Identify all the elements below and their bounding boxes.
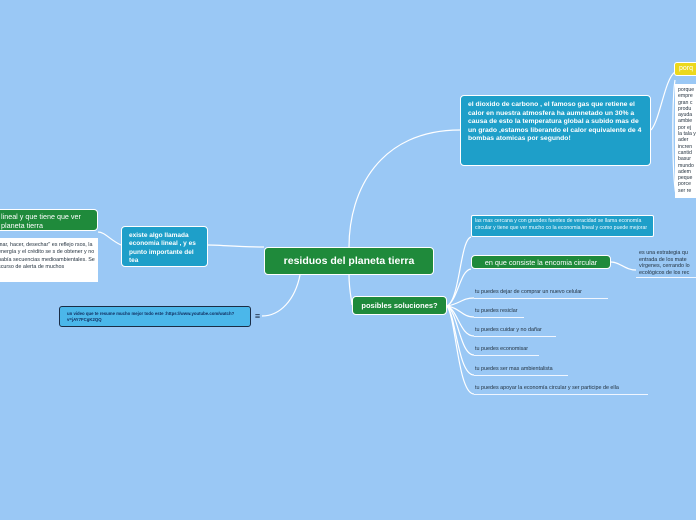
soluciones-label: posibles soluciones? [361,301,438,310]
circular-intro-node[interactable]: las mas cercana y con grandes fuentes de… [471,215,654,237]
porque-text-content: porque empre gran c produ ayuda ambie po… [678,87,696,194]
link-sol-1 [446,305,475,318]
solution-item[interactable]: tu puedes ser mas ambientalista [475,366,553,372]
central-topic-label: residuos del planeta tierra [283,255,415,267]
link-sol-5 [446,305,475,395]
link-soluciones-circular [446,268,472,307]
solution-underline [474,298,608,299]
circular-economy-text: es una estrategia qu entrada de los mate… [639,250,696,276]
linear-sub-text-content: mar, hacer, desechar" es reflejo rsos, l… [0,242,95,271]
co2-node-label: el dioxido de carbono , el famoso gas qu… [468,101,642,143]
solution-underline [474,394,648,395]
circular-economy-label: en que consiste la encomia circular [484,257,598,267]
link-soluciones-cercana [446,236,472,307]
solution-item[interactable]: tu puedes economisar [475,346,529,352]
linear-economy-label: existe algo llamada economia lineal , y … [129,232,196,265]
porque-node[interactable]: porq [674,62,696,76]
circular-economy-text-content: es una estrategia qu entrada de los mate… [639,250,690,276]
porque-label: porq [679,65,694,72]
linear-economy-node[interactable]: existe algo llamada economia lineal , y … [121,226,208,267]
circular-intro-label: las mas cercana y con grandes fuentes de… [475,218,648,231]
solution-underline [474,317,524,318]
link-central-soluciones [348,274,353,306]
link-co2-porque [650,71,676,131]
circular-text-underline [636,277,696,278]
link-linear-sub [97,231,122,246]
note-icon[interactable]: ≡ [254,311,261,321]
solution-item[interactable]: tu puedes resiclar [475,308,518,314]
solution-item[interactable]: tu puedes cuidar y no dañar [475,327,542,333]
central-topic[interactable]: residuos del planeta tierra [264,247,434,275]
linear-sub-node[interactable]: lineal y que tiene que ver planeta tierr… [0,209,98,231]
link-sol-3 [446,305,475,356]
link-sol-0 [446,297,475,307]
solution-item[interactable]: tu puedes apoyar la economía circular y … [475,385,619,391]
link-circular-text [610,261,637,271]
link-porque-text [672,79,677,196]
solution-underline [474,355,539,356]
solution-underline [474,336,556,337]
co2-node[interactable]: el dioxido de carbono , el famoso gas qu… [460,95,651,166]
link-central-co2 [348,129,461,248]
soluciones-node[interactable]: posibles soluciones? [352,296,447,315]
link-central-linear [207,244,265,248]
video-node[interactable]: un video que te resume mucho mejor todo … [59,306,251,327]
linear-sub-text: mar, hacer, desechar" es reflejo rsos, l… [0,238,98,282]
linear-sub-label: lineal y que tiene que ver planeta tierr… [1,212,81,230]
circular-economy-node[interactable]: en que consiste la encomia circular [471,255,611,269]
video-link-text: un video que te resume mucho mejor todo … [67,311,235,322]
solution-underline [474,375,568,376]
porque-text: porque empre gran c produ ayuda ambie po… [675,84,696,198]
solution-item[interactable]: tu puedes dejar de comprar un nuevo celu… [475,289,582,295]
link-central-video [261,274,301,317]
